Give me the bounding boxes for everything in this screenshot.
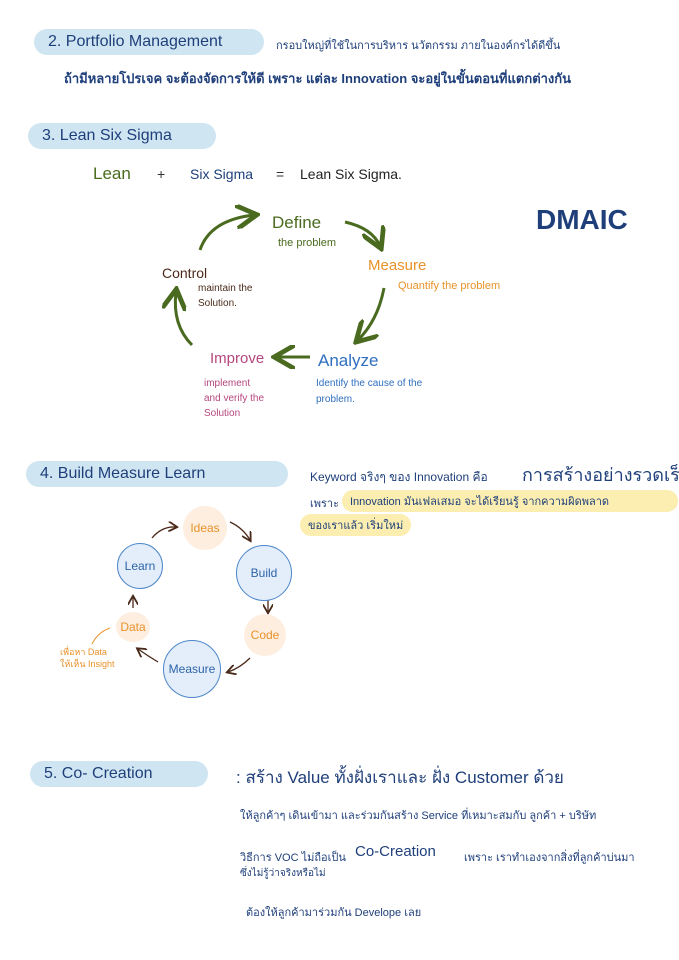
co-creation-line-1: ให้ลูกค้าๆ เดินเข้ามา และร่วมกันสร้าง Se… <box>240 810 597 822</box>
reason-highlight-1: Innovation มันเฟลเสมอ จะได้เรียนรู้ จากค… <box>342 490 678 512</box>
step-measure-title: Measure <box>368 257 427 274</box>
section-4-heading: 4. Build Measure Learn <box>26 461 288 487</box>
step-improve-title: Improve <box>210 350 265 367</box>
section-2-description: กรอบใหญ่ที่ใช้ในการบริหาร นวัตกรรม ภายใน… <box>276 40 561 52</box>
co-creation-line-2d: ซึ่งไม่รู้ว่าจริงหรือไม่ <box>240 868 326 879</box>
node-build: Build <box>236 545 292 601</box>
arrow-measure-data <box>138 649 159 663</box>
eq-six-sigma: Six Sigma <box>190 166 254 182</box>
co-creation-line-2a: วิธีการ VOC ไม่ถือเป็น <box>240 852 346 864</box>
section-2-heading: 2. Portfolio Management <box>34 29 264 55</box>
arrow-define-measure <box>344 220 380 246</box>
co-creation-line-2b: Co-Creation <box>355 843 436 860</box>
arrow-learn-ideas <box>151 527 176 539</box>
eq-result: Lean Six Sigma. <box>300 166 402 182</box>
reason-highlight-2: ของเราแล้ว เริ่มใหม่ <box>300 514 412 536</box>
co-creation-line-3: ต้องให้ลูกค้ามาร่วมกัน Develope เลย <box>246 907 422 919</box>
keyword-prefix: Keyword จริงๆ ของ Innovation คือ <box>310 470 488 484</box>
step-measure-desc: Quantify the problem <box>398 280 501 292</box>
step-analyze-title: Analyze <box>318 351 379 370</box>
step-improve-desc: implement and verify the Solution <box>204 378 265 419</box>
step-define-title: Define <box>272 213 322 232</box>
reason-prefix: เพราะ <box>310 498 340 510</box>
eq-plus: + <box>157 166 166 182</box>
arrow-ideas-build <box>229 521 250 540</box>
step-define-desc: the problem <box>278 237 337 249</box>
node-ideas: Ideas <box>183 506 227 550</box>
node-learn: Learn <box>117 543 163 589</box>
data-note-connector <box>91 627 111 645</box>
arrow-measure-analyze <box>358 287 386 340</box>
step-analyze-desc: Identify the cause of the problem. <box>316 378 423 405</box>
step-control-desc: maintain the Solution. <box>198 283 253 309</box>
eq-equals: = <box>276 166 285 182</box>
section-3-heading: 3. Lean Six Sigma <box>28 123 216 149</box>
section-2-note: ถ้ามีหลายโปรเจค จะต้องจัดการให้ดี เพราะ … <box>64 71 572 86</box>
section-5-heading: 5. Co- Creation <box>30 761 208 787</box>
dmaic-label: DMAIC <box>536 204 628 235</box>
arrow-control-define <box>198 215 254 251</box>
node-data: Data <box>116 612 150 642</box>
node-measure: Measure <box>163 640 221 698</box>
arrow-improve-control <box>175 292 194 347</box>
step-control-title: Control <box>162 265 208 281</box>
arrow-code-measure <box>228 657 251 672</box>
co-creation-line-2c: เพราะ เราทำเองจากสิ่งที่ลูกค้าบ่นมา <box>464 852 635 864</box>
co-creation-summary: : สร้าง Value ทั้งฝั่งเราและ ฝั่ง Custom… <box>236 768 564 787</box>
eq-lean: Lean <box>93 164 131 183</box>
node-code: Code <box>244 614 286 656</box>
data-note: เพื่อหา Data ให้เห็น Insight <box>60 647 115 669</box>
keyword-main: การสร้างอย่างรวดเร็ว <box>522 465 679 485</box>
